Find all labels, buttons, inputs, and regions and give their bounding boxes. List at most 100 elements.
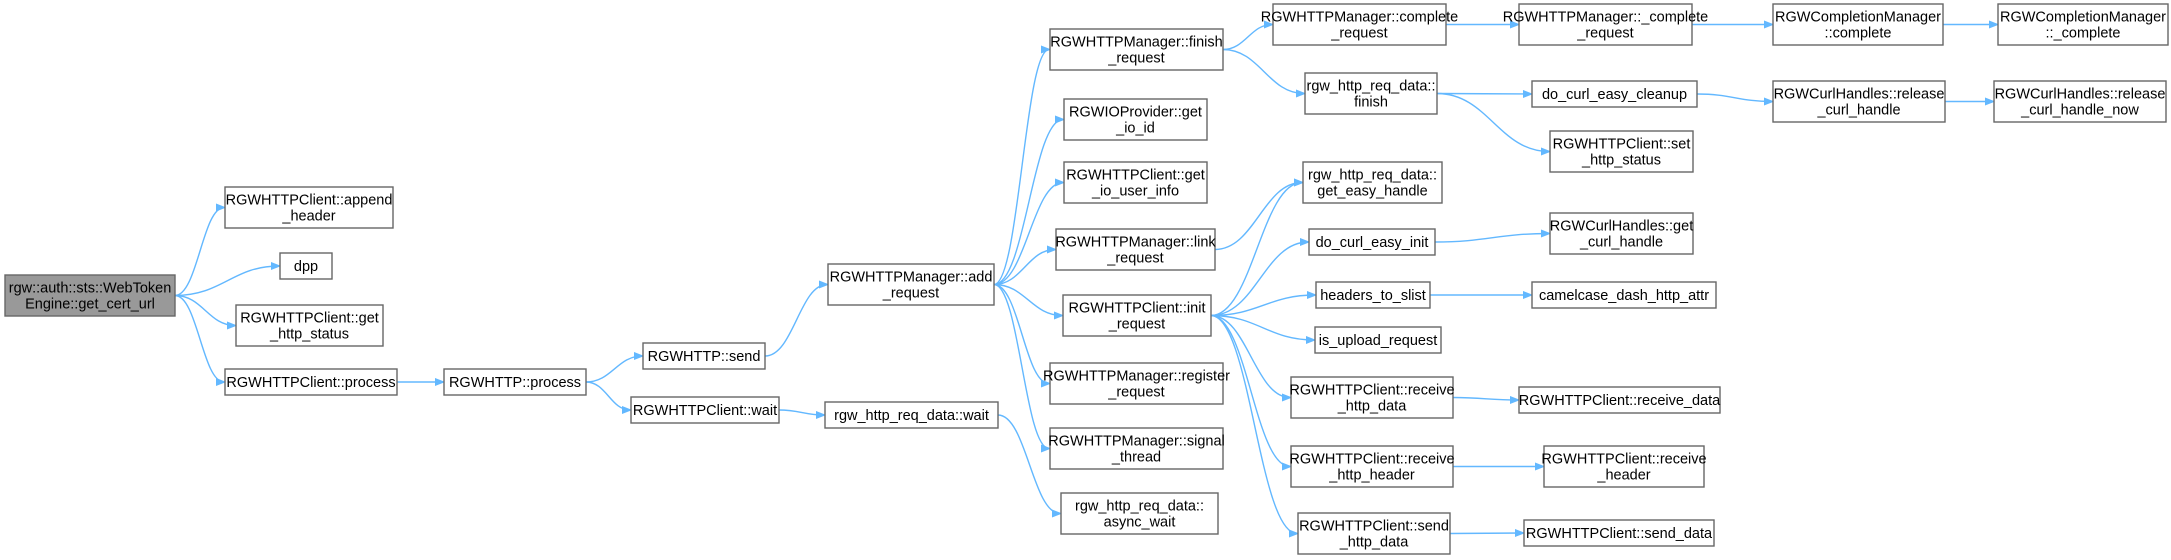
node-get-easy-handle[interactable]: rgw_http_req_data::get_easy_handle (1302, 161, 1443, 204)
node-box (1518, 386, 1721, 414)
node-recv-http-header[interactable]: RGWHTTPClient::receive_http_header (1289, 445, 1455, 488)
node-box (1272, 3, 1447, 46)
edge-req-finish-to-set-http-status (1436, 92, 1549, 152)
node-box (1302, 161, 1443, 204)
node-receive-data[interactable]: RGWHTTPClient::receive_data (1518, 386, 1721, 414)
node-add-request[interactable]: RGWHTTPManager::add_request (827, 263, 995, 306)
node-label-line: RGWHTTPManager::link (1055, 235, 1216, 251)
node-label-line: _curl_handle (1816, 103, 1900, 119)
node-label-line: async_wait (1104, 515, 1176, 531)
node-cm-complete[interactable]: RGWCompletionManager::complete (1772, 3, 1944, 46)
node-box (1993, 80, 2167, 123)
edge-add-request-to-get-io-user-info (993, 183, 1063, 286)
edge-http-process-to-client-wait (585, 381, 630, 410)
node-box (4, 274, 176, 317)
edge-add-request-to-get-io-id (993, 120, 1063, 286)
node-root[interactable]: rgw::auth::sts::WebTokenEngine::get_cert… (4, 274, 176, 317)
node-label-line: RGWHTTPClient::send_data (1526, 526, 1713, 542)
node-init-request[interactable]: RGWHTTPClient::init_request (1062, 294, 1212, 337)
node-curl-cleanup[interactable]: do_curl_easy_cleanup (1531, 80, 1698, 108)
node-label-line: RGWHTTPClient::send (1299, 519, 1449, 535)
edge-root-to-append-header (174, 208, 224, 297)
node-label-line: _http_data (1337, 399, 1407, 415)
node-label-line: _http_status (1581, 153, 1661, 169)
node-box (630, 396, 780, 424)
edge-add-request-to-signal-thread (993, 283, 1049, 449)
node-box (1060, 492, 1219, 535)
node-label-line: _io_user_info (1091, 184, 1179, 200)
node-label-line: RGWHTTPClient::wait (633, 403, 777, 419)
node-curl-init[interactable]: do_curl_easy_init (1308, 228, 1436, 256)
node-release-curl-handle-now[interactable]: RGWCurlHandles::release_curl_handle_now (1993, 80, 2167, 123)
node-box (1297, 512, 1451, 555)
node-req-wait[interactable]: rgw_http_req_data::wait (824, 401, 999, 429)
node-get-http-status[interactable]: RGWHTTPClient::get_http_status (235, 304, 384, 347)
node-box (235, 304, 384, 347)
node-link-request[interactable]: RGWHTTPManager::link_request (1055, 228, 1216, 271)
node-set-http-status[interactable]: RGWHTTPClient::set_http_status (1549, 130, 1694, 173)
node-label-line: RGWHTTPClient::set (1553, 137, 1691, 153)
node-label-line: rgw_http_req_data:: (1075, 499, 1204, 515)
edge-init-request-to-recv-http-data (1210, 314, 1290, 398)
edge-add-request-to-finish-request (993, 50, 1049, 286)
node-camelcase[interactable]: camelcase_dash_http_attr (1531, 281, 1717, 309)
node-receive-header[interactable]: RGWHTTPClient::receive_header (1541, 445, 1707, 488)
node-label-line: RGWHTTPManager::finish (1050, 35, 1222, 51)
node-box (1063, 98, 1208, 141)
node-label-line: RGWCurlHandles::get (1550, 219, 1693, 235)
node-get-io-id[interactable]: RGWIOProvider::get_io_id (1063, 98, 1208, 141)
node-complete-request[interactable]: RGWHTTPManager::complete_request (1261, 3, 1458, 46)
node-signal-thread[interactable]: RGWHTTPManager::signal_thread (1048, 427, 1225, 470)
edge-init-request-to-is-upload (1210, 314, 1314, 341)
node-register-request[interactable]: RGWHTTPManager::register_request (1043, 362, 1230, 405)
node-label-line: rgw_http_req_data::wait (834, 408, 989, 424)
node-client-wait[interactable]: RGWHTTPClient::wait (630, 396, 780, 424)
node-label-line: RGWHTTPManager::_complete (1503, 10, 1708, 26)
node-release-curl-handle[interactable]: RGWCurlHandles::release_curl_handle (1772, 80, 1946, 123)
edge-finish-request-to-req-finish (1222, 48, 1304, 94)
edge-curl-init-to-get-curl-handle (1434, 234, 1549, 243)
node-box (1997, 3, 2169, 46)
edge-link-request-to-get-easy-handle (1214, 183, 1302, 251)
node-get-curl-handle[interactable]: RGWCurlHandles::get_curl_handle (1549, 212, 1694, 255)
node-label-line: RGWHTTPClient::receive (1289, 383, 1454, 399)
node-mgr-complete-request[interactable]: RGWHTTPManager::_complete_request (1503, 3, 1708, 46)
node-recv-http-data[interactable]: RGWHTTPClient::receive_http_data (1289, 376, 1455, 419)
node-headers-to-slist[interactable]: headers_to_slist (1315, 281, 1431, 309)
node-label-line: rgw_http_req_data:: (1307, 79, 1436, 95)
node-is-upload[interactable]: is_upload_request (1314, 326, 1442, 354)
node-box (642, 342, 766, 370)
node-label-line: RGWHTTPClient::init (1069, 301, 1206, 317)
node-label-line: finish (1354, 95, 1388, 111)
node-label-line: RGWHTTPClient::get (1066, 168, 1205, 184)
node-http-process[interactable]: RGWHTTP::process (443, 368, 587, 396)
node-finish-request[interactable]: RGWHTTPManager::finish_request (1049, 28, 1224, 71)
node-label-line: ::_complete (2046, 26, 2121, 42)
node-append-header[interactable]: RGWHTTPClient::append_header (224, 186, 394, 229)
node-send-data[interactable]: RGWHTTPClient::send_data (1523, 519, 1715, 547)
node-label-line: do_curl_easy_cleanup (1542, 87, 1687, 103)
node-send-http-data[interactable]: RGWHTTPClient::send_http_data (1297, 512, 1451, 555)
node-box (1063, 161, 1208, 204)
node-cm--complete[interactable]: RGWCompletionManager::_complete (1997, 3, 2169, 46)
node-box (1314, 326, 1442, 354)
node-http-send[interactable]: RGWHTTP::send (642, 342, 766, 370)
node-req-finish[interactable]: rgw_http_req_data::finish (1304, 72, 1438, 115)
node-label-line: get_easy_handle (1317, 184, 1427, 200)
edge-finish-request-to-complete-request (1222, 25, 1272, 51)
node-label-line: _request (1107, 51, 1164, 67)
edge-root-to-client-process (174, 294, 224, 383)
node-dpp[interactable]: dpp (279, 252, 333, 280)
node-client-process[interactable]: RGWHTTPClient::process (224, 368, 398, 396)
node-box (1531, 80, 1698, 108)
edge-init-request-to-recv-http-header (1210, 314, 1290, 467)
nodes-layer: rgw::auth::sts::WebTokenEngine::get_cert… (4, 3, 2169, 555)
node-label-line: RGWCompletionManager (1775, 10, 1941, 26)
edge-req-finish-to-curl-cleanup (1436, 94, 1531, 95)
node-get-io-user-info[interactable]: RGWHTTPClient::get_io_user_info (1063, 161, 1208, 204)
node-label-line: Engine::get_cert_url (25, 297, 155, 313)
node-label-line: headers_to_slist (1320, 288, 1426, 304)
node-async-wait[interactable]: rgw_http_req_data::async_wait (1060, 492, 1219, 535)
node-box (824, 401, 999, 429)
